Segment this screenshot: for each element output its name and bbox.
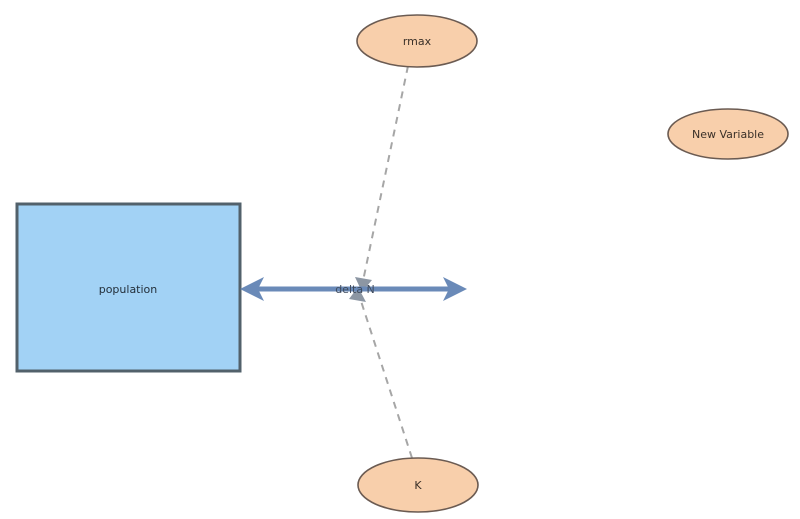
link-k-to-flow[interactable] bbox=[349, 287, 413, 459]
variable-k[interactable]: K bbox=[357, 457, 479, 513]
stock-population[interactable]: population bbox=[15, 202, 242, 373]
flow-delta-n-label: delta N bbox=[335, 283, 375, 296]
stock-population-label: population bbox=[99, 283, 158, 296]
link-rmax-arrowhead-icon bbox=[355, 277, 372, 292]
variable-rmax[interactable]: rmax bbox=[356, 14, 478, 68]
link-rmax-dashed-line bbox=[362, 65, 409, 282]
link-rmax-to-flow[interactable] bbox=[355, 65, 409, 292]
variable-rmax-label: rmax bbox=[403, 35, 432, 48]
link-k-dashed-line bbox=[359, 297, 413, 459]
stock-population-box bbox=[15, 202, 242, 373]
flow-delta-n[interactable]: delta N bbox=[240, 277, 467, 301]
variable-new-variable[interactable]: New Variable bbox=[667, 108, 789, 160]
variable-new-variable-label: New Variable bbox=[692, 128, 764, 141]
variable-new-variable-ellipse bbox=[667, 108, 789, 160]
flow-right-arrowhead-icon bbox=[443, 277, 467, 301]
variable-k-ellipse bbox=[357, 457, 479, 513]
link-k-arrowhead-icon bbox=[349, 287, 366, 302]
variable-rmax-ellipse bbox=[356, 14, 478, 68]
variable-k-label: K bbox=[414, 479, 422, 492]
flow-left-arrowhead-icon bbox=[240, 277, 264, 301]
